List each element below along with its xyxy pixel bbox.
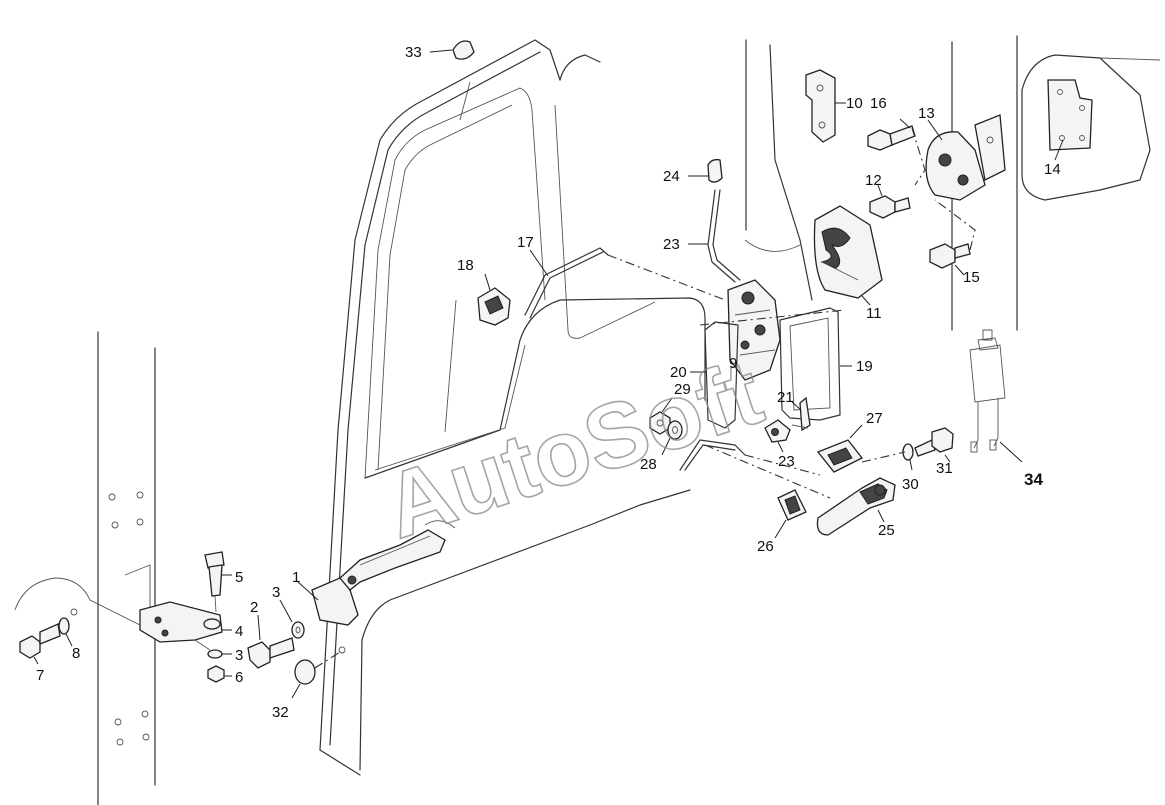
callout-10: 10 — [846, 95, 863, 112]
part-14-plate — [1047, 79, 1093, 161]
part-6-nut — [207, 665, 232, 683]
callout-9: 9 — [729, 355, 737, 372]
part-18-clip — [477, 273, 511, 326]
part-28-washer — [661, 420, 683, 456]
part-8-washer — [58, 617, 73, 647]
callout-3-lower: 3 — [235, 647, 243, 664]
part-4-hinge — [139, 601, 232, 643]
part-34-switch — [969, 329, 1023, 463]
part-27-gasket — [816, 424, 863, 473]
callout-11: 11 — [866, 305, 882, 322]
callout-4: 4 — [235, 623, 243, 640]
callout-labels: 33 10 16 13 14 24 12 17 23 18 15 11 19 9… — [36, 44, 1061, 721]
callout-23-upper: 23 — [663, 236, 680, 253]
lower-rod — [679, 439, 831, 499]
callout-23-lower: 23 — [778, 453, 795, 470]
callout-30: 30 — [902, 476, 919, 493]
part-3-washer-upper — [279, 599, 305, 639]
part-13-plate — [911, 114, 1006, 201]
callout-21: 21 — [777, 389, 794, 406]
part-15-bolt — [929, 199, 976, 276]
callout-8: 8 — [72, 645, 80, 662]
left-pillar — [14, 331, 211, 805]
callout-25: 25 — [878, 522, 895, 539]
callout-33: 33 — [405, 44, 422, 61]
part-11-lock-block — [813, 205, 883, 306]
callout-20: 20 — [670, 364, 687, 381]
callout-17: 17 — [517, 234, 534, 251]
callout-1: 1 — [292, 569, 300, 586]
part-19-frame — [779, 307, 852, 421]
part-2-bolt — [247, 614, 295, 669]
part-23-rod — [688, 189, 741, 283]
callout-5: 5 — [235, 569, 243, 586]
callout-16: 16 — [870, 95, 887, 112]
part-1-outer-handle — [297, 520, 456, 626]
callout-7: 7 — [36, 667, 44, 684]
callout-26: 26 — [757, 538, 774, 555]
callout-28: 28 — [640, 456, 657, 473]
callout-3-upper: 3 — [272, 584, 280, 601]
callout-27: 27 — [866, 410, 883, 427]
callout-15: 15 — [963, 269, 980, 286]
callout-32: 32 — [272, 704, 289, 721]
callout-6: 6 — [235, 669, 243, 686]
callout-29: 29 — [674, 381, 691, 398]
callout-19: 19 — [856, 358, 873, 375]
part-33-cap — [429, 40, 475, 60]
callout-31: 31 — [936, 460, 953, 477]
part-24-knob — [688, 158, 723, 183]
part-7-bolt — [19, 623, 61, 665]
part-20-backplate — [690, 321, 739, 429]
part-5-pin — [204, 551, 232, 613]
part-17-rod — [524, 247, 726, 319]
callout-12: 12 — [865, 172, 882, 189]
part-25-handle — [816, 477, 896, 536]
callout-24: 24 — [663, 168, 680, 185]
part-16-bolt — [867, 118, 916, 151]
callout-14: 14 — [1044, 161, 1061, 178]
callout-18: 18 — [457, 257, 474, 274]
part-32-plug — [291, 646, 346, 699]
part-21-lever — [791, 396, 811, 432]
callout-2: 2 — [250, 599, 258, 616]
part-12-bolt — [869, 184, 911, 219]
watermark-text: AutoSoft — [373, 341, 774, 558]
callout-34: 34 — [1024, 470, 1043, 489]
part-9-lock-mechanism — [699, 279, 846, 381]
part-23-knob-lower — [764, 419, 791, 453]
part-30-washer — [861, 443, 914, 471]
part-10-bracket — [805, 69, 846, 143]
part-3-washer-lower — [207, 649, 232, 659]
door-body — [319, 39, 706, 776]
part-26-gasket — [774, 489, 807, 539]
callout-13: 13 — [918, 105, 935, 122]
part-31-bolt — [914, 427, 954, 463]
